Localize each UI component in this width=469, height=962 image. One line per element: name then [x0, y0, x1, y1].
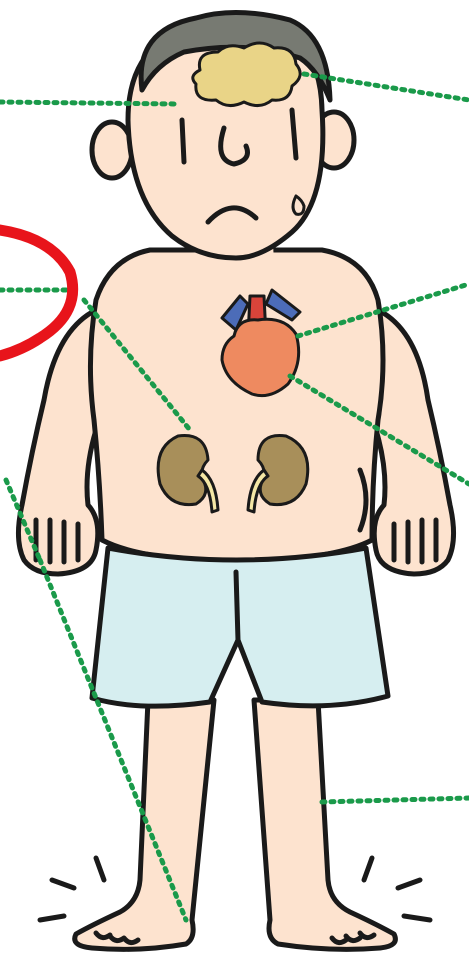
head: [92, 12, 354, 258]
leader-line-face: [0, 102, 178, 104]
motion-marks: [40, 858, 430, 920]
left-eye: [182, 120, 184, 162]
leader-line-shin: [322, 798, 469, 802]
heart-group: [222, 290, 300, 396]
legs: [75, 700, 396, 949]
shorts-seam: [236, 572, 238, 640]
brain-icon: [193, 43, 300, 106]
highlight-circle: [0, 230, 73, 356]
